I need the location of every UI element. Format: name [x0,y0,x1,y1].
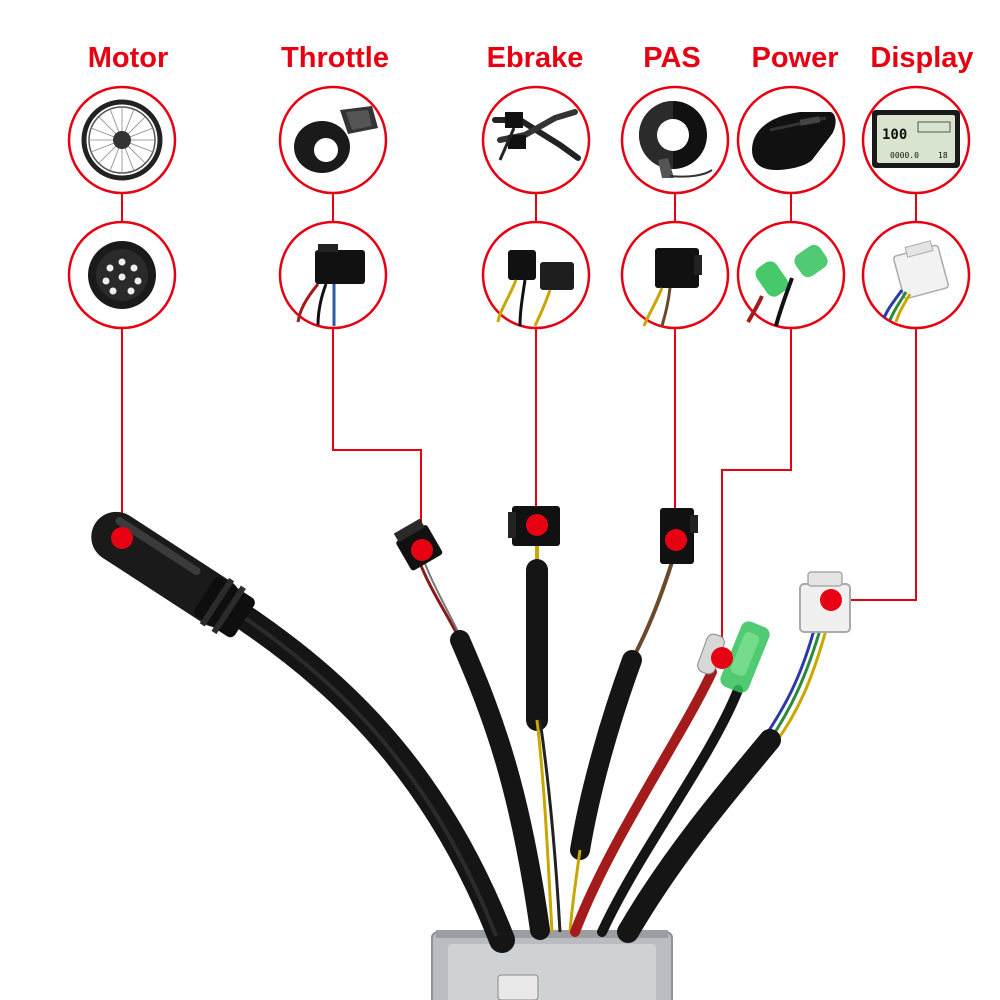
display-cable [768,629,822,741]
display-small: 18 [938,151,948,160]
power-terminals [697,621,770,693]
3-pin-plug-icon-pas [620,220,730,330]
label-motor: Motor [87,42,169,74]
pas-sensor-disc-icon [620,85,730,195]
2-pin-plug-pair-icon [481,220,591,330]
display-odo: 0000.0 [890,151,919,160]
label-display: Display [870,42,974,74]
brake-levers-icon [481,85,591,195]
label-ebrake: Ebrake [486,42,584,74]
3-pin-plug-icon-throttle [278,220,388,330]
lcd-display-icon: 100 0000.0 18 [861,85,971,195]
display-speed: 100 [882,127,907,143]
multi-pin-plug-icon [861,220,971,330]
motor-connector-plug [91,511,255,638]
marker-ebrake [526,514,548,536]
controller-assembly [91,506,851,1000]
pas-cable [630,561,674,661]
marker-motor [111,527,133,549]
throttle-cable [416,557,462,641]
marker-dots [111,514,842,669]
battery-pack-icon [736,85,846,195]
leader-lines [121,193,917,658]
marker-power [711,647,733,669]
round-9-pin-connector-icon [67,220,177,330]
marker-pas [665,529,687,551]
leader-power [721,327,792,658]
marker-throttle [411,539,433,561]
label-pas: PAS [643,42,701,74]
leader-throttle [332,327,422,550]
power-cable-black [597,685,743,937]
thumb-throttle-icon [278,85,388,195]
bullet-terminal-icon [736,220,846,330]
motor-wheel-icon [67,85,177,195]
leader-display [831,327,917,601]
marker-display [820,589,842,611]
label-power: Power [751,42,839,74]
label-throttle: Throttle [281,42,389,74]
power-cable-red [570,667,717,937]
